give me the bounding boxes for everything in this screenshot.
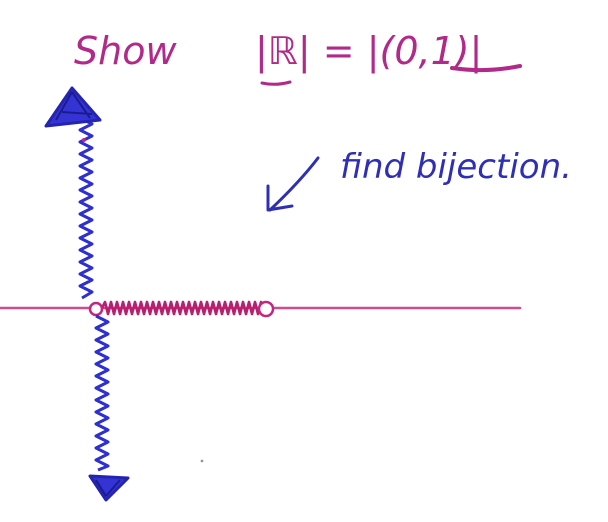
vertical-real-line-lower [94, 314, 110, 472]
arrow-head [266, 184, 294, 212]
underline-r [260, 80, 292, 86]
vertical-line-bottom-arrowhead [88, 474, 130, 502]
vertical-line-top-arrowhead [44, 86, 102, 128]
underline-interval [450, 64, 522, 73]
pink-tick-mark [82, 138, 86, 142]
vertical-real-line-upper [78, 116, 94, 300]
heading-equation: |ℝ| = |(0,1)| [255, 29, 482, 74]
interval-right-endpoint [257, 300, 275, 318]
board-speck [200, 459, 204, 463]
interval-squiggle [100, 300, 266, 316]
note-text: find bijection. [340, 147, 572, 187]
annotation: find bijection. [266, 147, 572, 212]
arrow-shaft [268, 156, 320, 212]
heading-show-word: Show [74, 29, 177, 73]
heading: Show |ℝ| = |(0,1)| [74, 29, 522, 86]
interval-left-endpoint [88, 301, 104, 317]
